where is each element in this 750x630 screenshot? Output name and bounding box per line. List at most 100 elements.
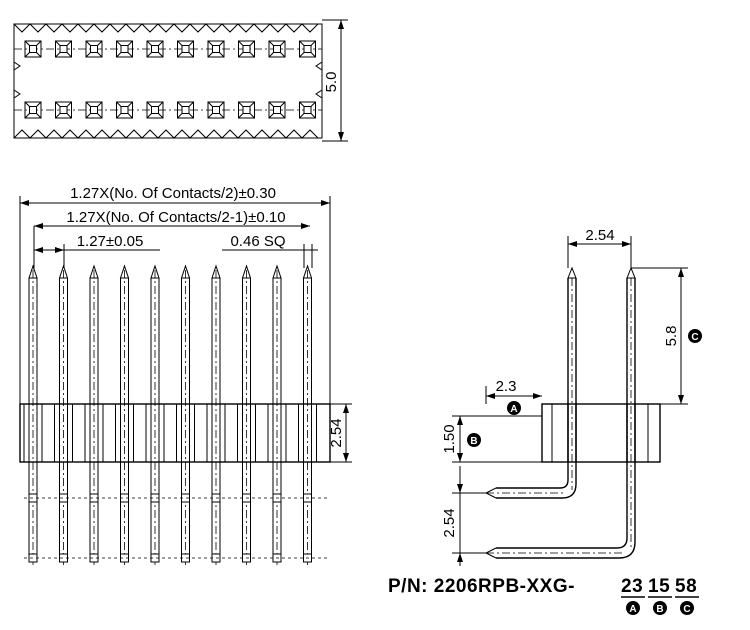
pin-outline: [85, 101, 103, 119]
badge-c-icon: [680, 601, 694, 615]
pin-outline: [268, 101, 286, 119]
pin-square: [151, 106, 159, 114]
side-pin-tip-right: [626, 266, 636, 279]
pin-chamfer: [299, 40, 316, 58]
pin-chamfer: [85, 40, 103, 58]
pin-chamfer: [116, 101, 133, 119]
pin-outline: [116, 101, 133, 119]
pin-square: [151, 45, 159, 53]
pin-chamfer: [268, 101, 286, 119]
side-view: 2.54 5.8 C 2.3 A 1.50 B 2.54: [441, 227, 702, 566]
front-body-lines: [23, 404, 317, 462]
pin-outline: [299, 40, 316, 58]
pin-chamfer: [116, 40, 133, 58]
front-pins: [28, 264, 313, 565]
badge-b-icon: [467, 433, 481, 447]
top-view: 5.0: [13, 19, 348, 142]
pin-chamfer: [268, 40, 286, 58]
dim-side-height: 5.8: [663, 326, 680, 347]
dim-overall-length: 1.27X(No. Of Contacts/2)±0.30: [70, 185, 276, 202]
badge-b-icon: [653, 601, 667, 615]
badge-a-label: A: [629, 604, 636, 615]
pin-square: [90, 106, 98, 114]
pin-chamfer: [85, 101, 103, 119]
pin-chamfer: [55, 40, 72, 58]
badge-c-label: C: [683, 604, 690, 615]
pin-chamfer: [299, 101, 316, 119]
side-pin-tip-left: [567, 266, 577, 279]
pin-outline: [55, 40, 72, 58]
side-body: [541, 403, 661, 463]
dim-top-width: 5.0: [323, 72, 340, 93]
bottom-serration: [13, 129, 319, 139]
pin-square: [242, 106, 251, 114]
pin-chamfer: [207, 40, 225, 58]
pin-chamfer: [24, 101, 42, 119]
pin-outline: [55, 101, 72, 119]
pin-square: [90, 45, 98, 53]
badge-a-icon: [626, 601, 640, 615]
part-number-code-b: 15: [648, 576, 670, 597]
front-view: 1.27X(No. Of Contacts/2)±0.30 1.27X(No. …: [19, 185, 352, 565]
dim-side-offset: 2.3: [496, 378, 517, 395]
pin-outline: [146, 101, 164, 119]
pin-outline: [24, 40, 42, 58]
pin-square: [212, 45, 220, 53]
dim-pin-size: 0.46 SQ: [230, 233, 285, 250]
dim-row-span: 1.27X(No. Of Contacts/2-1)±0.10: [66, 209, 285, 226]
badge-c-icon: [688, 329, 702, 343]
pin-chamfer: [146, 40, 164, 58]
pin-square: [303, 45, 312, 53]
dim-side-pitch: 2.54: [585, 227, 614, 244]
dim-side-lower: 2.54: [441, 508, 458, 537]
pin-chamfer: [55, 101, 72, 119]
part-number-code-a: 23: [621, 576, 643, 597]
badge-b-label: B: [656, 604, 663, 615]
pin-square: [120, 45, 129, 53]
pin-chamfer: [146, 101, 164, 119]
pin-outline: [85, 40, 103, 58]
pin-outline: [116, 40, 133, 58]
pin-chamfer: [177, 40, 194, 58]
pin-outline: [268, 40, 286, 58]
side-pin-outer-a: [496, 278, 628, 549]
pin-chamfer: [177, 101, 194, 119]
dim-arrows: [34, 247, 64, 253]
pin-square: [273, 45, 281, 53]
part-number: P/N: 2206RPB-XXG- 23 15 58 A B C: [388, 576, 699, 615]
part-number-code-c: 58: [675, 576, 697, 597]
pin-square: [303, 106, 312, 114]
pin-chamfer: [24, 40, 42, 58]
pin-square: [242, 45, 251, 53]
front-body: [19, 403, 331, 463]
pin-outline: [238, 101, 255, 119]
pin-chamfer: [238, 40, 255, 58]
pin-square: [181, 106, 190, 114]
dim-side-body: 1.50: [441, 424, 458, 453]
dim-body-height: 2.54: [328, 418, 345, 447]
top-view-outline: [13, 23, 323, 139]
pin-square: [212, 106, 220, 114]
pin-square: [59, 45, 68, 53]
pin-square: [29, 106, 37, 114]
pin-outline: [24, 101, 42, 119]
pin-outline: [177, 40, 194, 58]
pin-square: [59, 106, 68, 114]
pin-outline: [238, 40, 255, 58]
part-number-prefix: P/N: 2206RPB-XXG-: [388, 576, 575, 597]
top-pins-row1: [24, 40, 316, 58]
top-pins-row2: [24, 101, 316, 119]
top-serration: [13, 23, 319, 33]
pin-square: [29, 45, 37, 53]
side-pin-inner-a: [496, 278, 569, 489]
pin-outline: [299, 101, 316, 119]
pin-outline: [177, 101, 194, 119]
pin-square: [120, 106, 129, 114]
badge-c-label: C: [691, 332, 698, 343]
pin-outline: [146, 40, 164, 58]
badge-a-label: A: [510, 404, 517, 415]
pin-outline: [207, 101, 225, 119]
dim-pitch: 1.27±0.05: [77, 233, 144, 250]
side-notches: [13, 61, 323, 99]
